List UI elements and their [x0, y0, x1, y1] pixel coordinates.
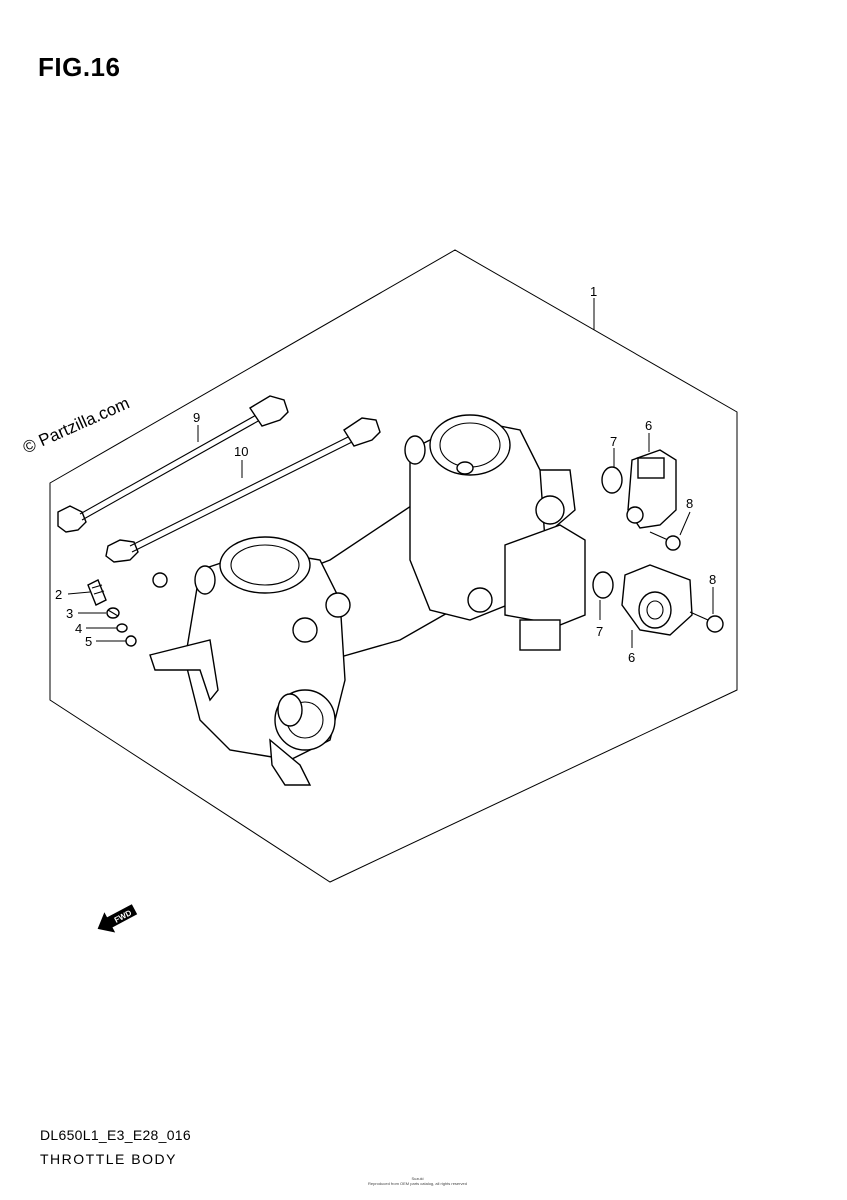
callout-1: 1 [590, 284, 597, 299]
part-6-sensor-upper[interactable] [626, 449, 677, 529]
callout-5: 5 [85, 634, 92, 649]
part-5-o-ring[interactable] [125, 635, 137, 647]
callout-2: 2 [55, 587, 62, 602]
figure-title: FIG.16 [38, 52, 121, 82]
callout-9: 9 [193, 410, 200, 425]
callout-8-upper: 8 [686, 496, 693, 511]
forward-arrow-icon: FWD [97, 904, 138, 933]
part-4-washer[interactable] [116, 623, 128, 633]
part-8-screw-lower[interactable] [689, 611, 724, 633]
part-7-o-ring-lower[interactable] [592, 571, 614, 599]
part-3-spring[interactable] [106, 607, 120, 619]
part-7-o-ring-upper[interactable] [601, 466, 623, 494]
callout-3: 3 [66, 606, 73, 621]
leader-lines [67, 298, 714, 648]
copyright-note: Suzuki Reproduced from OEM parts catalog… [368, 1176, 467, 1186]
copyright-line-2: Reproduced from OEM parts catalog, all r… [368, 1181, 467, 1186]
copyright-line-1: Suzuki [411, 1176, 424, 1181]
callout-6-upper: 6 [645, 418, 652, 433]
callout-10: 10 [234, 444, 248, 459]
part-2-screw[interactable] [87, 579, 107, 606]
part-8-screw-upper[interactable] [649, 531, 681, 551]
part-9-cable[interactable] [57, 395, 289, 533]
throttle-body-assembly[interactable] [149, 414, 586, 786]
callout-7-lower: 7 [596, 624, 603, 639]
callout-7-upper: 7 [610, 434, 617, 449]
section-name: THROTTLE BODY [40, 1151, 177, 1167]
part-10-cable[interactable] [105, 417, 381, 563]
part-6-sensor-lower[interactable] [621, 564, 693, 636]
callout-6-lower: 6 [628, 650, 635, 665]
callout-8-lower: 8 [709, 572, 716, 587]
callout-4: 4 [75, 621, 82, 636]
model-code: DL650L1_E3_E28_016 [40, 1127, 191, 1143]
assembly-boundary [49, 249, 738, 883]
